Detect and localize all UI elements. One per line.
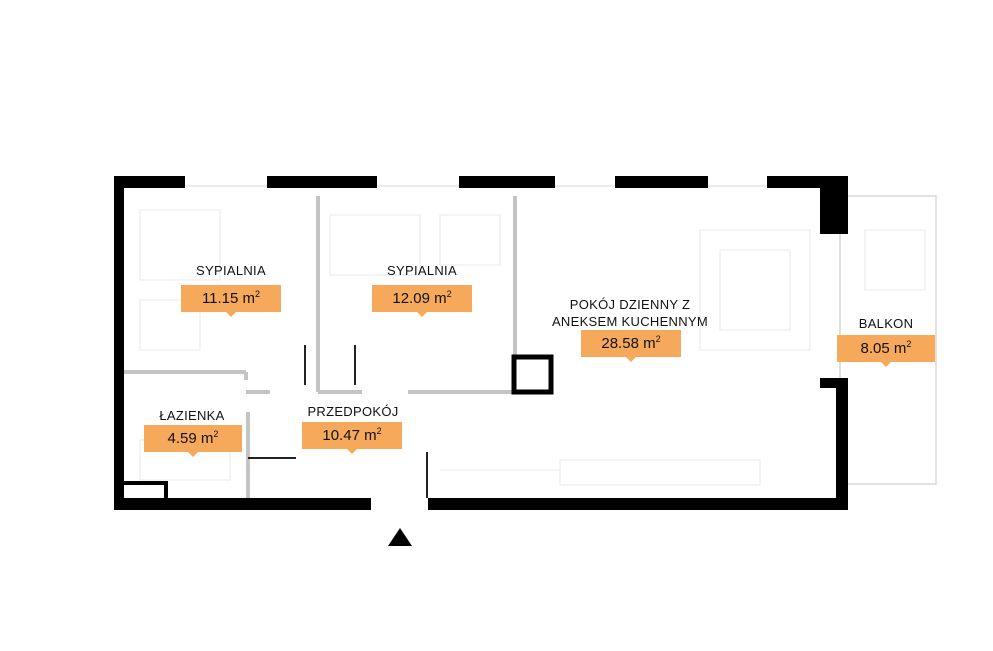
wardrobe-outline [139,299,201,351]
area-unit: m [364,427,377,444]
wall-bottom-right [428,498,848,510]
area-value: 12.09 [392,290,430,307]
area-unit: m [893,340,907,357]
area-badge-przedpokoj: 10.47 m2 [302,422,402,454]
area-unit: m [643,335,656,352]
area-value: 11.15 [201,290,239,307]
area-badge-sypialnia-1: 11.15 m2 [181,285,281,317]
wall-right-upper-pier [820,188,838,234]
area-badge-pokoj-dzienny: 28.58 m2 [581,330,681,362]
area-exponent: 2 [446,289,452,299]
area-exponent: 2 [213,429,219,439]
area-unit: m [242,290,256,307]
wall-top-segment [114,176,185,188]
area-value: 10.47 [322,427,360,444]
area-unit: m [200,430,214,447]
desk-outline [439,214,501,266]
doors [248,345,428,498]
area-exponent: 2 [255,289,261,299]
wall-top-segment [459,176,555,188]
area-exponent: 2 [376,426,382,436]
partition-walls [122,196,517,498]
exterior-walls [114,176,848,510]
wall-top-segment [767,176,847,188]
balcony-outline [846,195,937,485]
area-badge-balkon: 8.05 m2 [837,335,935,367]
area-value: 4.59 [167,430,197,447]
furniture-outlines [139,209,926,486]
area-badge-sypialnia-2: 12.09 m2 [372,285,472,317]
wall-left [114,176,124,510]
room-name-line: POKÓJ DZIENNY Z [569,297,691,312]
room-name-lazienka: ŁAZIENKA [159,408,225,423]
wall-right-lower [836,378,848,510]
balcony-chair-outline [864,229,926,291]
structural-column [511,354,554,395]
wall-right-lower-pier [820,378,838,388]
area-exponent: 2 [655,334,661,344]
wall-top-segment [267,176,377,188]
area-value: 28.58 [601,335,639,352]
bed-outline [329,214,421,276]
table-top-outline [719,249,791,331]
area-unit: m [434,290,447,307]
room-name-przedpokoj: PRZEDPOKÓJ [307,404,399,419]
room-name-sypialnia-2: SYPIALNIA [387,263,457,278]
room-name-line: ANEKSEM KUCHENNYM [551,314,709,329]
room-name-balkon: BALKON [858,316,914,331]
dining-table-outline [699,229,811,351]
bed-outline [139,209,221,281]
area-value: 8.05 [860,340,890,357]
wall-bottom-left [114,498,371,510]
wall-top-segment [615,176,708,188]
area-badge-lazienka: 4.59 m2 [144,425,242,457]
wall-right-upper [836,176,848,234]
entrance-arrow-icon [388,528,412,546]
room-name-sypialnia-1: SYPIALNIA [196,263,266,278]
area-exponent: 2 [906,339,912,349]
kitchen-counter-outline [559,459,761,486]
installation-shaft [124,481,168,498]
room-name-pokoj-dzienny: POKÓJ DZIENNY Z ANEKSEM KUCHENNYM [540,296,720,330]
